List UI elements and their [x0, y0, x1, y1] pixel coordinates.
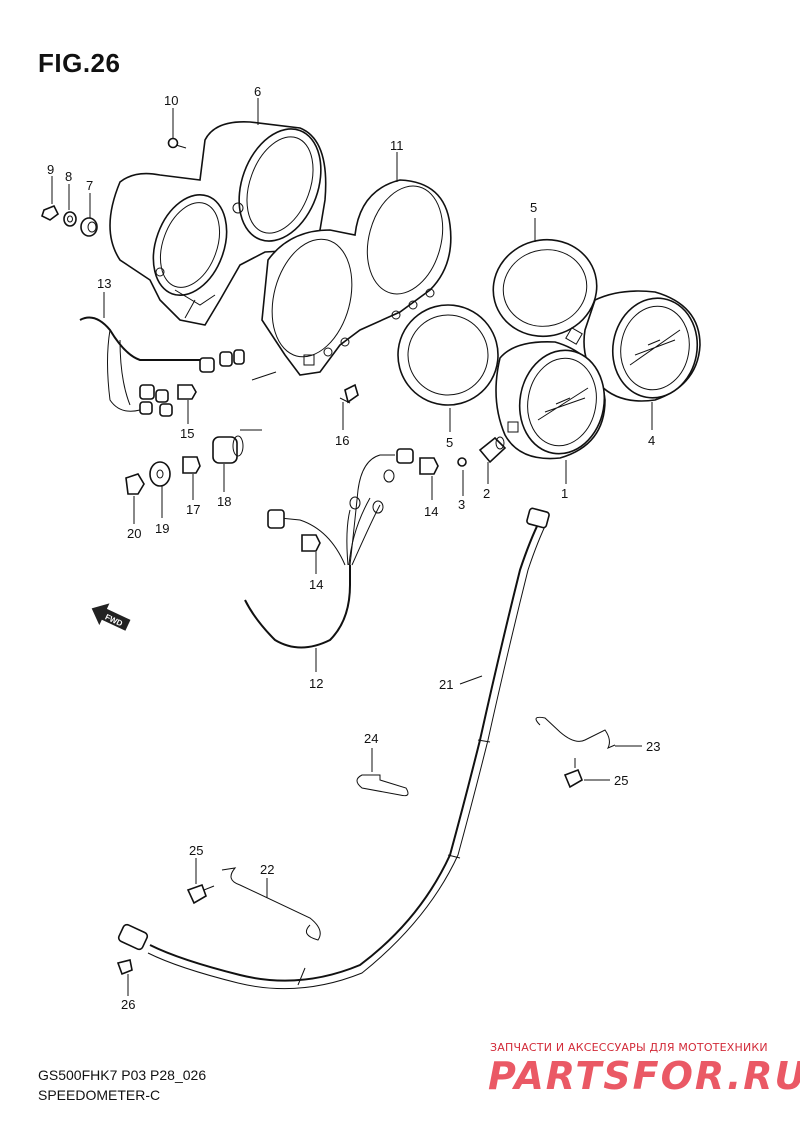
- part-23-wire-guide: [535, 716, 616, 749]
- part-2-bulb-socket: [478, 436, 507, 464]
- callout-5-upper: 5: [530, 200, 537, 215]
- part-9-nut: [41, 204, 60, 221]
- callout-7: 7: [86, 178, 93, 193]
- part-6-meter-housing: [109, 121, 327, 326]
- part-25-bolt-left: [186, 883, 215, 905]
- figure-title: FIG.26: [38, 48, 121, 78]
- callout-10: 10: [164, 93, 178, 108]
- part-14-bulb-lower: [301, 534, 321, 552]
- part-3-screw: [457, 457, 467, 467]
- callout-5-lower: 5: [446, 435, 453, 450]
- callout-9: 9: [47, 162, 54, 177]
- part-13-harness: [79, 316, 245, 417]
- callout-4: 4: [648, 433, 655, 448]
- leader-lines: [51, 98, 653, 996]
- callout-23: 23: [646, 739, 660, 754]
- callout-2: 2: [483, 486, 490, 501]
- part-20-nut: [125, 473, 145, 495]
- part-17-bulb: [182, 456, 201, 474]
- callout-1: 1: [561, 486, 568, 501]
- watermark-tagline: ЗАПЧАСТИ И АКСЕССУАРЫ ДЛЯ МОТОТЕХНИКИ: [490, 1041, 768, 1054]
- fwd-label: FWD: [104, 612, 125, 628]
- part-22-clamp: [221, 867, 321, 941]
- callout-14-upper: 14: [424, 504, 438, 519]
- part-21-speedo-cable: [117, 507, 550, 990]
- callout-25-left: 25: [189, 843, 203, 858]
- callout-19: 19: [155, 521, 169, 536]
- part-10-screw: [167, 137, 187, 149]
- callout-25-right: 25: [614, 773, 628, 788]
- model-code: GS500FHK7 P03 P28_026: [38, 1067, 207, 1083]
- part-25-bolt-right: [563, 758, 583, 789]
- callout-24: 24: [364, 731, 378, 746]
- callout-labels: 1 2 3 4 5 5 6 7 8 9 10 11 12 13 14 14 15…: [47, 84, 660, 1012]
- part-12-harness: [244, 448, 414, 649]
- part-24-clamp: [356, 774, 409, 797]
- callout-13: 13: [97, 276, 111, 291]
- part-11-meter-panel: [261, 179, 452, 376]
- part-8-washer: [63, 211, 77, 227]
- callout-8: 8: [65, 169, 72, 184]
- watermark-logo: PARTSFOR.RU: [488, 1054, 800, 1098]
- callout-21: 21: [439, 677, 453, 692]
- part-1-speedometer: [495, 327, 606, 460]
- part-26-bolt: [116, 959, 133, 976]
- callout-6: 6: [254, 84, 261, 99]
- callout-14-lower: 14: [309, 577, 323, 592]
- callout-16: 16: [335, 433, 349, 448]
- part-14-bulb-upper: [419, 457, 439, 475]
- callout-15: 15: [180, 426, 194, 441]
- part-7-grommet: [80, 217, 98, 237]
- section-name: SPEEDOMETER-C: [38, 1087, 161, 1103]
- part-16-screw: [339, 383, 359, 404]
- callout-22: 22: [260, 862, 274, 877]
- callout-12: 12: [309, 676, 323, 691]
- part-15-bulb: [177, 384, 197, 400]
- callout-17: 17: [186, 502, 200, 517]
- fwd-direction-arrow: FWD: [91, 603, 131, 631]
- callout-11: 11: [390, 138, 404, 153]
- part-5-ring-lower: [397, 304, 499, 406]
- part-4-tachometer: [583, 290, 701, 402]
- callout-20: 20: [127, 526, 141, 541]
- part-18-socket: [212, 435, 244, 464]
- callout-18: 18: [217, 494, 231, 509]
- callout-3: 3: [458, 497, 465, 512]
- part-19-washer: [149, 461, 171, 487]
- callout-26: 26: [121, 997, 135, 1012]
- part-5-ring-upper: [492, 238, 598, 338]
